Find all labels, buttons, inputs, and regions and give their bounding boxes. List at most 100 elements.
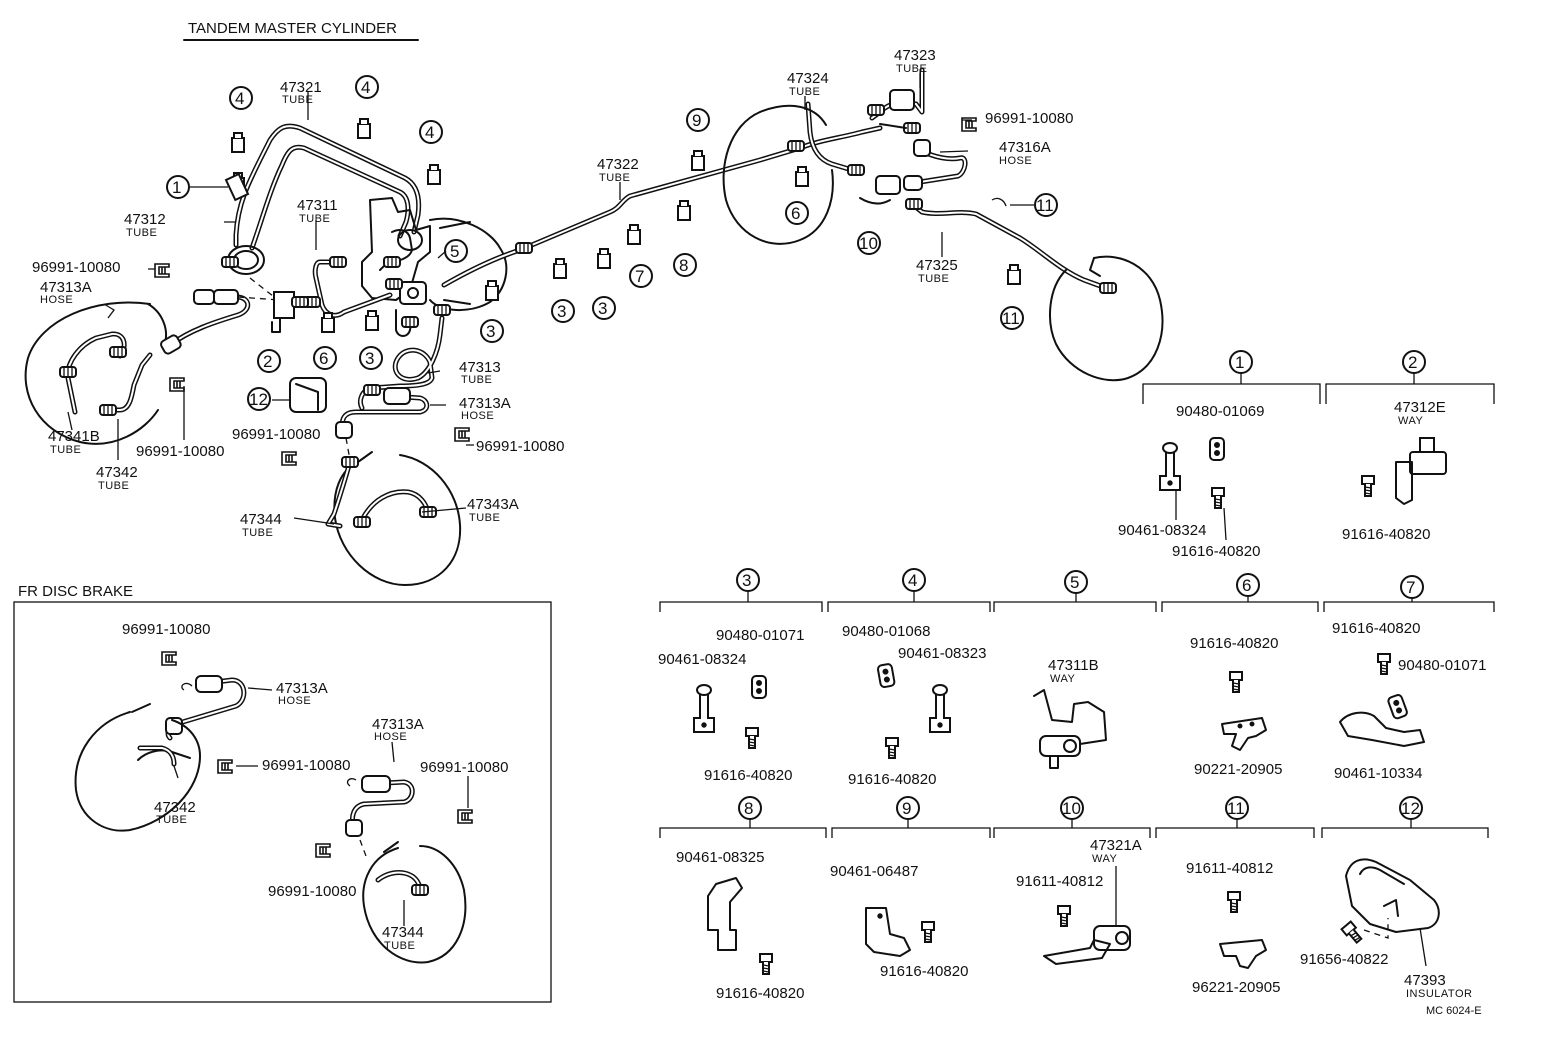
svg-text:TUBE: TUBE [789,86,820,98]
svg-text:91616-40820: 91616-40820 [1332,620,1420,637]
svg-text:90461-08323: 90461-08323 [898,645,986,662]
svg-text:TUBE: TUBE [918,273,949,285]
svg-text:47321A: 47321A [1090,837,1142,854]
svg-text:11: 11 [1002,309,1020,328]
svg-text:WAY: WAY [1092,853,1117,865]
detail-group-3: 3 90480-01071 90461-08324 91616-40820 [658,568,823,784]
svg-text:12: 12 [1401,799,1420,818]
label-clip-lower-left: 96991-10080 [136,443,224,460]
svg-text:TUBE: TUBE [896,63,927,75]
inset-clip-c-label: 96991-10080 [268,883,356,900]
svg-text:TUBE: TUBE [461,374,492,386]
svg-text:91616-40820: 91616-40820 [848,771,936,788]
svg-text:TUBE: TUBE [156,814,187,826]
two-way-junction [271,291,309,333]
svg-text:90480-01069: 90480-01069 [1176,403,1264,420]
svg-text:INSULATOR: INSULATOR [1406,988,1472,1000]
svg-text:90221-20905: 90221-20905 [1194,761,1282,778]
svg-text:47341B: 47341B [48,428,100,445]
svg-text:47316A: 47316A [999,139,1051,156]
label-clip-left: 96991-10080 [32,259,120,276]
svg-text:96991-10080: 96991-10080 [122,621,210,638]
svg-text:3: 3 [598,299,607,318]
svg-text:47313A: 47313A [40,279,92,296]
svg-text:47344: 47344 [382,924,424,941]
svg-text:90480-01068: 90480-01068 [842,623,930,640]
detail-group-5: 5 47311B WAY [993,570,1157,769]
svg-text:47311: 47311 [297,197,338,214]
inset-frame [13,601,552,1003]
footer-code: MC 6024-E [1426,1005,1482,1017]
svg-text:11: 11 [1227,799,1245,818]
svg-text:3: 3 [742,571,751,590]
svg-text:4: 4 [425,123,434,142]
svg-text:96221-20905: 96221-20905 [1192,979,1280,996]
callout-main: 1 4 4 4 5 2 6 3 3 3 3 7 8 9 6 10 11 11 1… [166,75,1058,411]
svg-text:5: 5 [450,242,459,261]
svg-text:TUBE: TUBE [469,512,500,524]
svg-text:3: 3 [365,349,374,368]
svg-text:47344: 47344 [240,511,282,528]
svg-text:12: 12 [249,390,268,409]
svg-text:HOSE: HOSE [999,155,1032,167]
svg-text:TUBE: TUBE [599,172,630,184]
svg-text:47312E: 47312E [1394,399,1446,416]
inset-clip-d-label: 96991-10080 [420,759,508,776]
svg-text:47311B: 47311B [1048,657,1099,674]
svg-text:90461-08324: 90461-08324 [658,651,746,668]
svg-text:HOSE: HOSE [461,410,494,422]
left-front-brake-disc [24,301,167,445]
detail-group-11: 11 91611-40812 96221-20905 [1155,796,1315,996]
inset-title: FR DISC BRAKE [18,583,133,600]
rear-left-brake-drum [722,111,834,245]
detail-group-2: 2 47312E WAY 91616-40820 [1325,350,1495,543]
svg-text:HOSE: HOSE [374,731,407,743]
svg-text:47325: 47325 [916,257,958,274]
label-clip-top-right: 96991-10080 [985,110,1073,127]
label-clip-mid: 96991-10080 [232,426,320,443]
svg-text:7: 7 [1406,578,1415,597]
svg-text:8: 8 [744,799,753,818]
detail-group-7: 7 91616-40820 90480-01071 90461-10334 [1323,575,1495,782]
svg-text:TUBE: TUBE [242,527,273,539]
svg-text:1: 1 [172,178,181,197]
svg-text:47313: 47313 [459,359,501,376]
svg-text:WAY: WAY [1050,673,1075,685]
svg-text:TUBE: TUBE [50,444,81,456]
svg-text:9: 9 [902,799,911,818]
svg-text:91616-40820: 91616-40820 [716,985,804,1002]
svg-text:91616-40820: 91616-40820 [1172,543,1260,560]
svg-text:47324: 47324 [787,70,829,87]
svg-text:91616-40820: 91616-40820 [704,767,792,784]
svg-text:91611-40812: 91611-40812 [1186,860,1273,877]
svg-text:2: 2 [263,352,272,371]
svg-text:2: 2 [1408,353,1417,372]
svg-text:47393: 47393 [1404,972,1446,989]
inset-clip-b-label: 96991-10080 [262,757,350,774]
svg-text:91611-40812: 91611-40812 [1016,873,1103,890]
svg-text:4: 4 [235,89,244,108]
svg-text:TUBE: TUBE [282,94,313,106]
svg-text:91656-40822: 91656-40822 [1300,951,1388,968]
svg-text:3: 3 [557,302,566,321]
svg-text:47313A: 47313A [372,716,424,733]
svg-text:TUBE: TUBE [384,940,415,952]
inset-left-disc [74,711,201,832]
svg-text:47313A: 47313A [459,395,511,412]
detail-group-10: 10 47321A WAY 91611-40812 [993,796,1151,965]
svg-text:90461-08324: 90461-08324 [1118,522,1206,539]
svg-text:11: 11 [1036,196,1054,215]
